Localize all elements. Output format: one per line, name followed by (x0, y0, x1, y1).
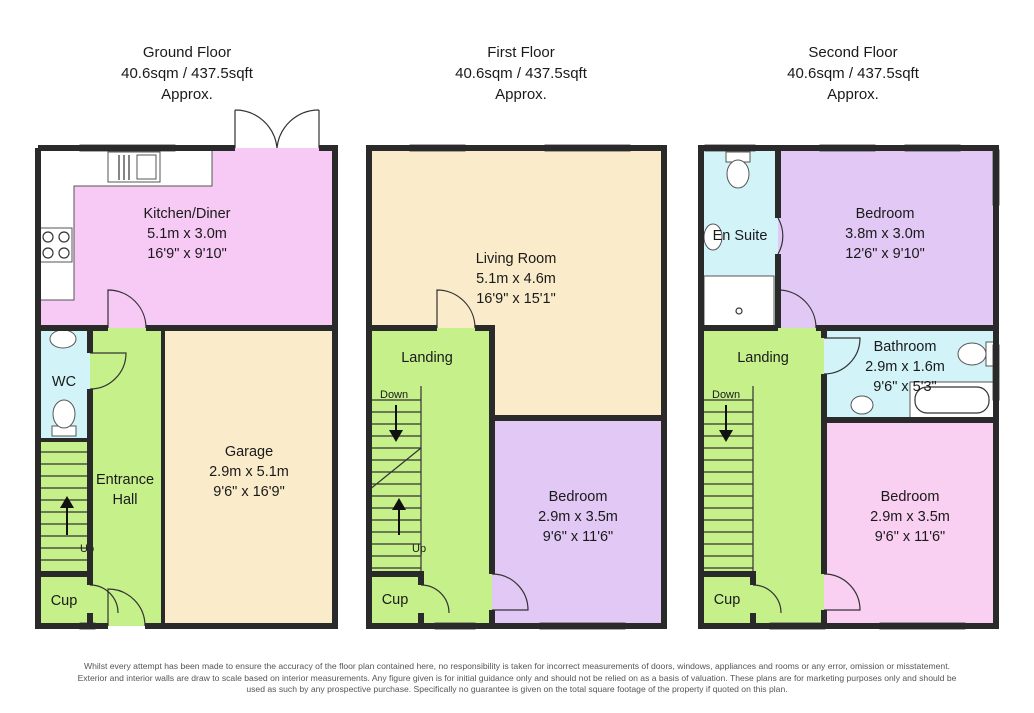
garage-metric: 2.9m x 5.1m (209, 464, 289, 480)
second-cup-door-swing (752, 584, 782, 614)
second-floor: Second Floor 40.6sqm / 437.5sqft Approx. (698, 44, 1000, 630)
en-suite-toilet-icon (726, 159, 750, 189)
second-bedroom1-fill (778, 148, 996, 328)
living-room-metric: 5.1m x 4.6m (476, 271, 556, 287)
second-floor-title: Second Floor (808, 44, 897, 61)
ground-floor-area: 40.6sqm / 437.5sqft (121, 65, 254, 82)
ground-cup-label: Cup (51, 593, 78, 609)
garage-label: Garage (225, 444, 273, 460)
ground-floor-title: Ground Floor (143, 44, 231, 61)
entrance-hall-fill (90, 328, 163, 626)
kitchen-diner-metric: 5.1m x 3.0m (147, 226, 227, 242)
patio-doors (234, 109, 320, 149)
first-bedroom-fill (492, 418, 664, 626)
first-floor: First Floor 40.6sqm / 437.5sqft Approx. (366, 44, 667, 630)
first-bedroom-metric: 2.9m x 3.5m (538, 509, 618, 525)
kitchen-door-swing (107, 289, 147, 329)
garage-imperial: 9'6" x 16'9" (213, 484, 284, 500)
living-room-door-swing (436, 289, 476, 329)
hob-icon (39, 227, 73, 263)
first-stairs-down-label: Down (380, 389, 408, 401)
ground-floor-approx: Approx. (161, 86, 213, 103)
disclaimer-text: Whilst every attempt has been made to en… (40, 661, 994, 696)
bedroom2-door-swing (823, 573, 861, 611)
disclaimer-line: used as such by any prospective purchase… (246, 684, 788, 694)
stairs-up-arrow-icon (60, 496, 74, 508)
cup-fill (38, 574, 90, 626)
wc-basin-icon (49, 329, 77, 349)
second-bedroom1-metric: 3.8m x 3.0m (845, 226, 925, 242)
first-bedroom-door-swing (491, 573, 529, 611)
garage-fill (163, 328, 335, 626)
second-floor-walls (698, 145, 999, 629)
first-cup-label: Cup (382, 592, 409, 608)
first-bedroom-imperial: 9'6" x 11'6" (543, 529, 613, 545)
cup-door-swing (89, 584, 119, 614)
shower-tray-icon (703, 275, 775, 327)
second-floor-approx: Approx. (827, 86, 879, 103)
first-floor-approx: Approx. (495, 86, 547, 103)
second-bedroom2-fill (824, 420, 996, 626)
bathroom-basin-icon (850, 395, 874, 415)
second-bedroom2-metric: 2.9m x 3.5m (870, 509, 950, 525)
kitchen-diner-imperial: 16'9" x 9'10" (147, 246, 227, 262)
first-cup-door-swing (420, 584, 450, 614)
second-landing-label: Landing (737, 350, 789, 366)
front-door-swing (107, 588, 146, 627)
en-suite-door-swing (777, 217, 784, 255)
bathroom-door-swing (823, 337, 861, 375)
first-landing-fill (369, 328, 492, 626)
first-bedroom-label: Bedroom (549, 489, 608, 505)
second-floor-area: 40.6sqm / 437.5sqft (787, 65, 920, 82)
second-bedroom1-imperial: 12'6" x 9'10" (845, 246, 925, 262)
first-floor-stairs: Down Up (368, 386, 426, 574)
entrance-hall-label-line2: Hall (113, 492, 138, 508)
second-bedroom2-imperial: 9'6" x 11'6" (875, 529, 945, 545)
first-landing-label: Landing (401, 350, 453, 366)
stairs-down-arrow-icon (389, 430, 403, 442)
bathroom-metric: 2.9m x 1.6m (865, 359, 945, 375)
second-floor-stairs: Down (701, 386, 754, 574)
second-bedroom1-label: Bedroom (856, 206, 915, 222)
wc-label: WC (52, 374, 76, 390)
second-landing-fill (701, 328, 824, 626)
second-cup-label: Cup (714, 592, 741, 608)
living-room-label: Living Room (476, 251, 557, 267)
ground-floor: Ground Floor 40.6sqm / 437.5sqft Approx. (35, 44, 338, 630)
stairs-down-arrow-icon (719, 430, 733, 442)
living-room-imperial: 16'9" x 15'1" (476, 291, 556, 307)
first-floor-title: First Floor (487, 44, 555, 61)
disclaimer-line: Whilst every attempt has been made to en… (83, 661, 950, 671)
bathroom-imperial: 9'6" x 5'3" (873, 379, 936, 395)
first-floor-walls (366, 145, 667, 629)
bathroom-toilet-icon (957, 342, 987, 366)
wc-door-swing (89, 352, 127, 390)
disclaimer-line: Exterior and interior walls are draw to … (77, 672, 957, 683)
second-bedroom2-label: Bedroom (881, 489, 940, 505)
toilet-icon (52, 399, 76, 429)
entrance-hall-label-line1: Entrance (96, 472, 154, 488)
stairs-up-arrow-icon (392, 498, 406, 510)
first-stairs-up-label: Up (412, 543, 426, 555)
en-suite-label: En Suite (713, 228, 768, 244)
second-stairs-down-label: Down (712, 389, 740, 401)
sink-bowl-icon (136, 154, 157, 180)
bathroom-label: Bathroom (874, 339, 937, 355)
first-floor-area: 40.6sqm / 437.5sqft (455, 65, 588, 82)
ground-floor-walls (35, 145, 338, 629)
kitchen-diner-label: Kitchen/Diner (143, 206, 230, 222)
bath-icon (909, 381, 995, 419)
